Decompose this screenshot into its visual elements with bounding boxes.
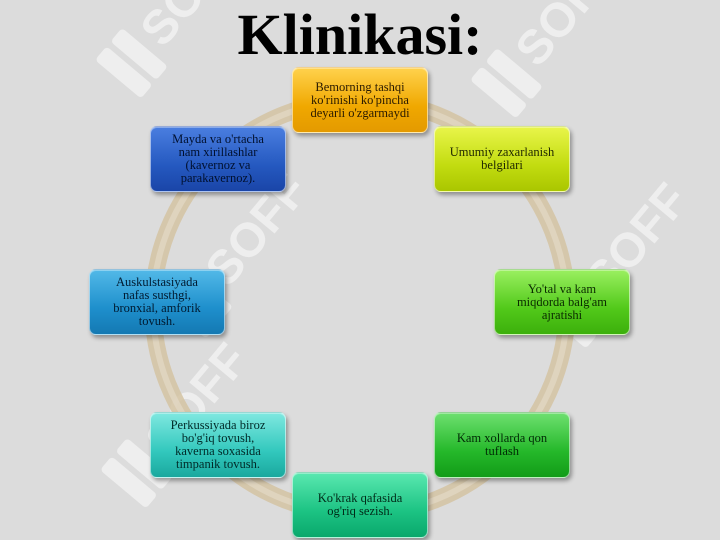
node-intoxication: Umumiy zaxarlanish belgilari	[434, 126, 570, 192]
node-appearance-text: Bemorning tashqi ko'rinishi ko'pincha de…	[310, 79, 410, 120]
node-hemoptysis-text: Kam xollarda qon tuflash	[456, 431, 548, 458]
node-auscultation: Auskulstasiyada nafas susthgi, bronxial,…	[89, 269, 225, 335]
slide-title: Klinikasi:	[237, 2, 483, 67]
node-cough-text: Yo'tal va kam miqdorda balg'am ajratishi	[516, 281, 608, 322]
node-percussion: Perkussiyada biroz bo'g'iq tovush, kaver…	[150, 412, 286, 478]
node-rales-text: Mayda va o'rtacha nam xirillashlar (kave…	[172, 132, 264, 185]
node-appearance: Bemorning tashqi ko'rinishi ko'pincha de…	[292, 67, 428, 133]
node-intoxication-text: Umumiy zaxarlanish belgilari	[449, 145, 555, 172]
node-rales: Mayda va o'rtacha nam xirillashlar (kave…	[150, 126, 286, 192]
node-cough: Yo'tal va kam miqdorda balg'am ajratishi	[494, 269, 630, 335]
node-auscultation-text: Auskulstasiyada nafas susthgi, bronxial,…	[113, 275, 201, 328]
node-hemoptysis: Kam xollarda qon tuflash	[434, 412, 570, 478]
node-chest-pain: Ko'krak qafasida og'riq sezish.	[292, 472, 428, 538]
node-percussion-text: Perkussiyada biroz bo'g'iq tovush, kaver…	[170, 418, 266, 471]
node-chest-pain-text: Ko'krak qafasida og'riq sezish.	[317, 491, 403, 518]
